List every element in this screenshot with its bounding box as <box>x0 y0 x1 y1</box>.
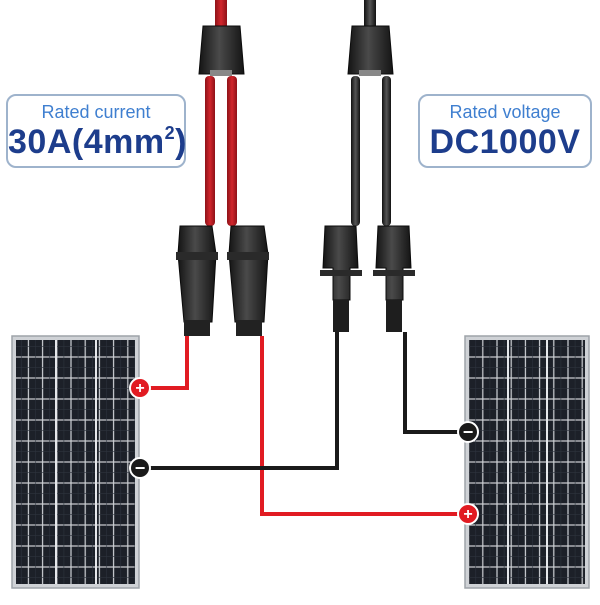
svg-text:−: − <box>135 458 146 478</box>
red-y-branch-cable <box>176 0 269 336</box>
rated-voltage-box: Rated voltage DC1000V <box>418 94 592 168</box>
wire-left-positive <box>140 336 189 390</box>
svg-text:+: + <box>463 506 472 523</box>
wire-right-positive <box>260 336 468 516</box>
wiring <box>140 332 468 516</box>
wire-left-negative <box>140 332 339 470</box>
terminal-left-positive: + <box>129 377 151 399</box>
left-solar-panel-icon <box>11 335 140 589</box>
wire-right-negative <box>403 332 468 434</box>
terminal-left-negative: − <box>129 457 151 479</box>
rated-voltage-label: Rated voltage <box>449 102 561 122</box>
terminal-right-positive: + <box>457 503 479 525</box>
svg-text:−: − <box>463 422 474 442</box>
rated-current-box: Rated current 30A(4mm2) <box>6 94 186 168</box>
svg-text:+: + <box>135 380 144 397</box>
rated-voltage-value: DC1000V <box>429 123 581 161</box>
rated-current-label: Rated current <box>41 102 151 122</box>
rated-current-value: 30A(4mm2) <box>8 123 187 161</box>
terminal-right-negative: − <box>457 421 479 443</box>
black-y-branch-cable <box>320 0 415 332</box>
right-solar-panel-icon <box>464 335 590 589</box>
